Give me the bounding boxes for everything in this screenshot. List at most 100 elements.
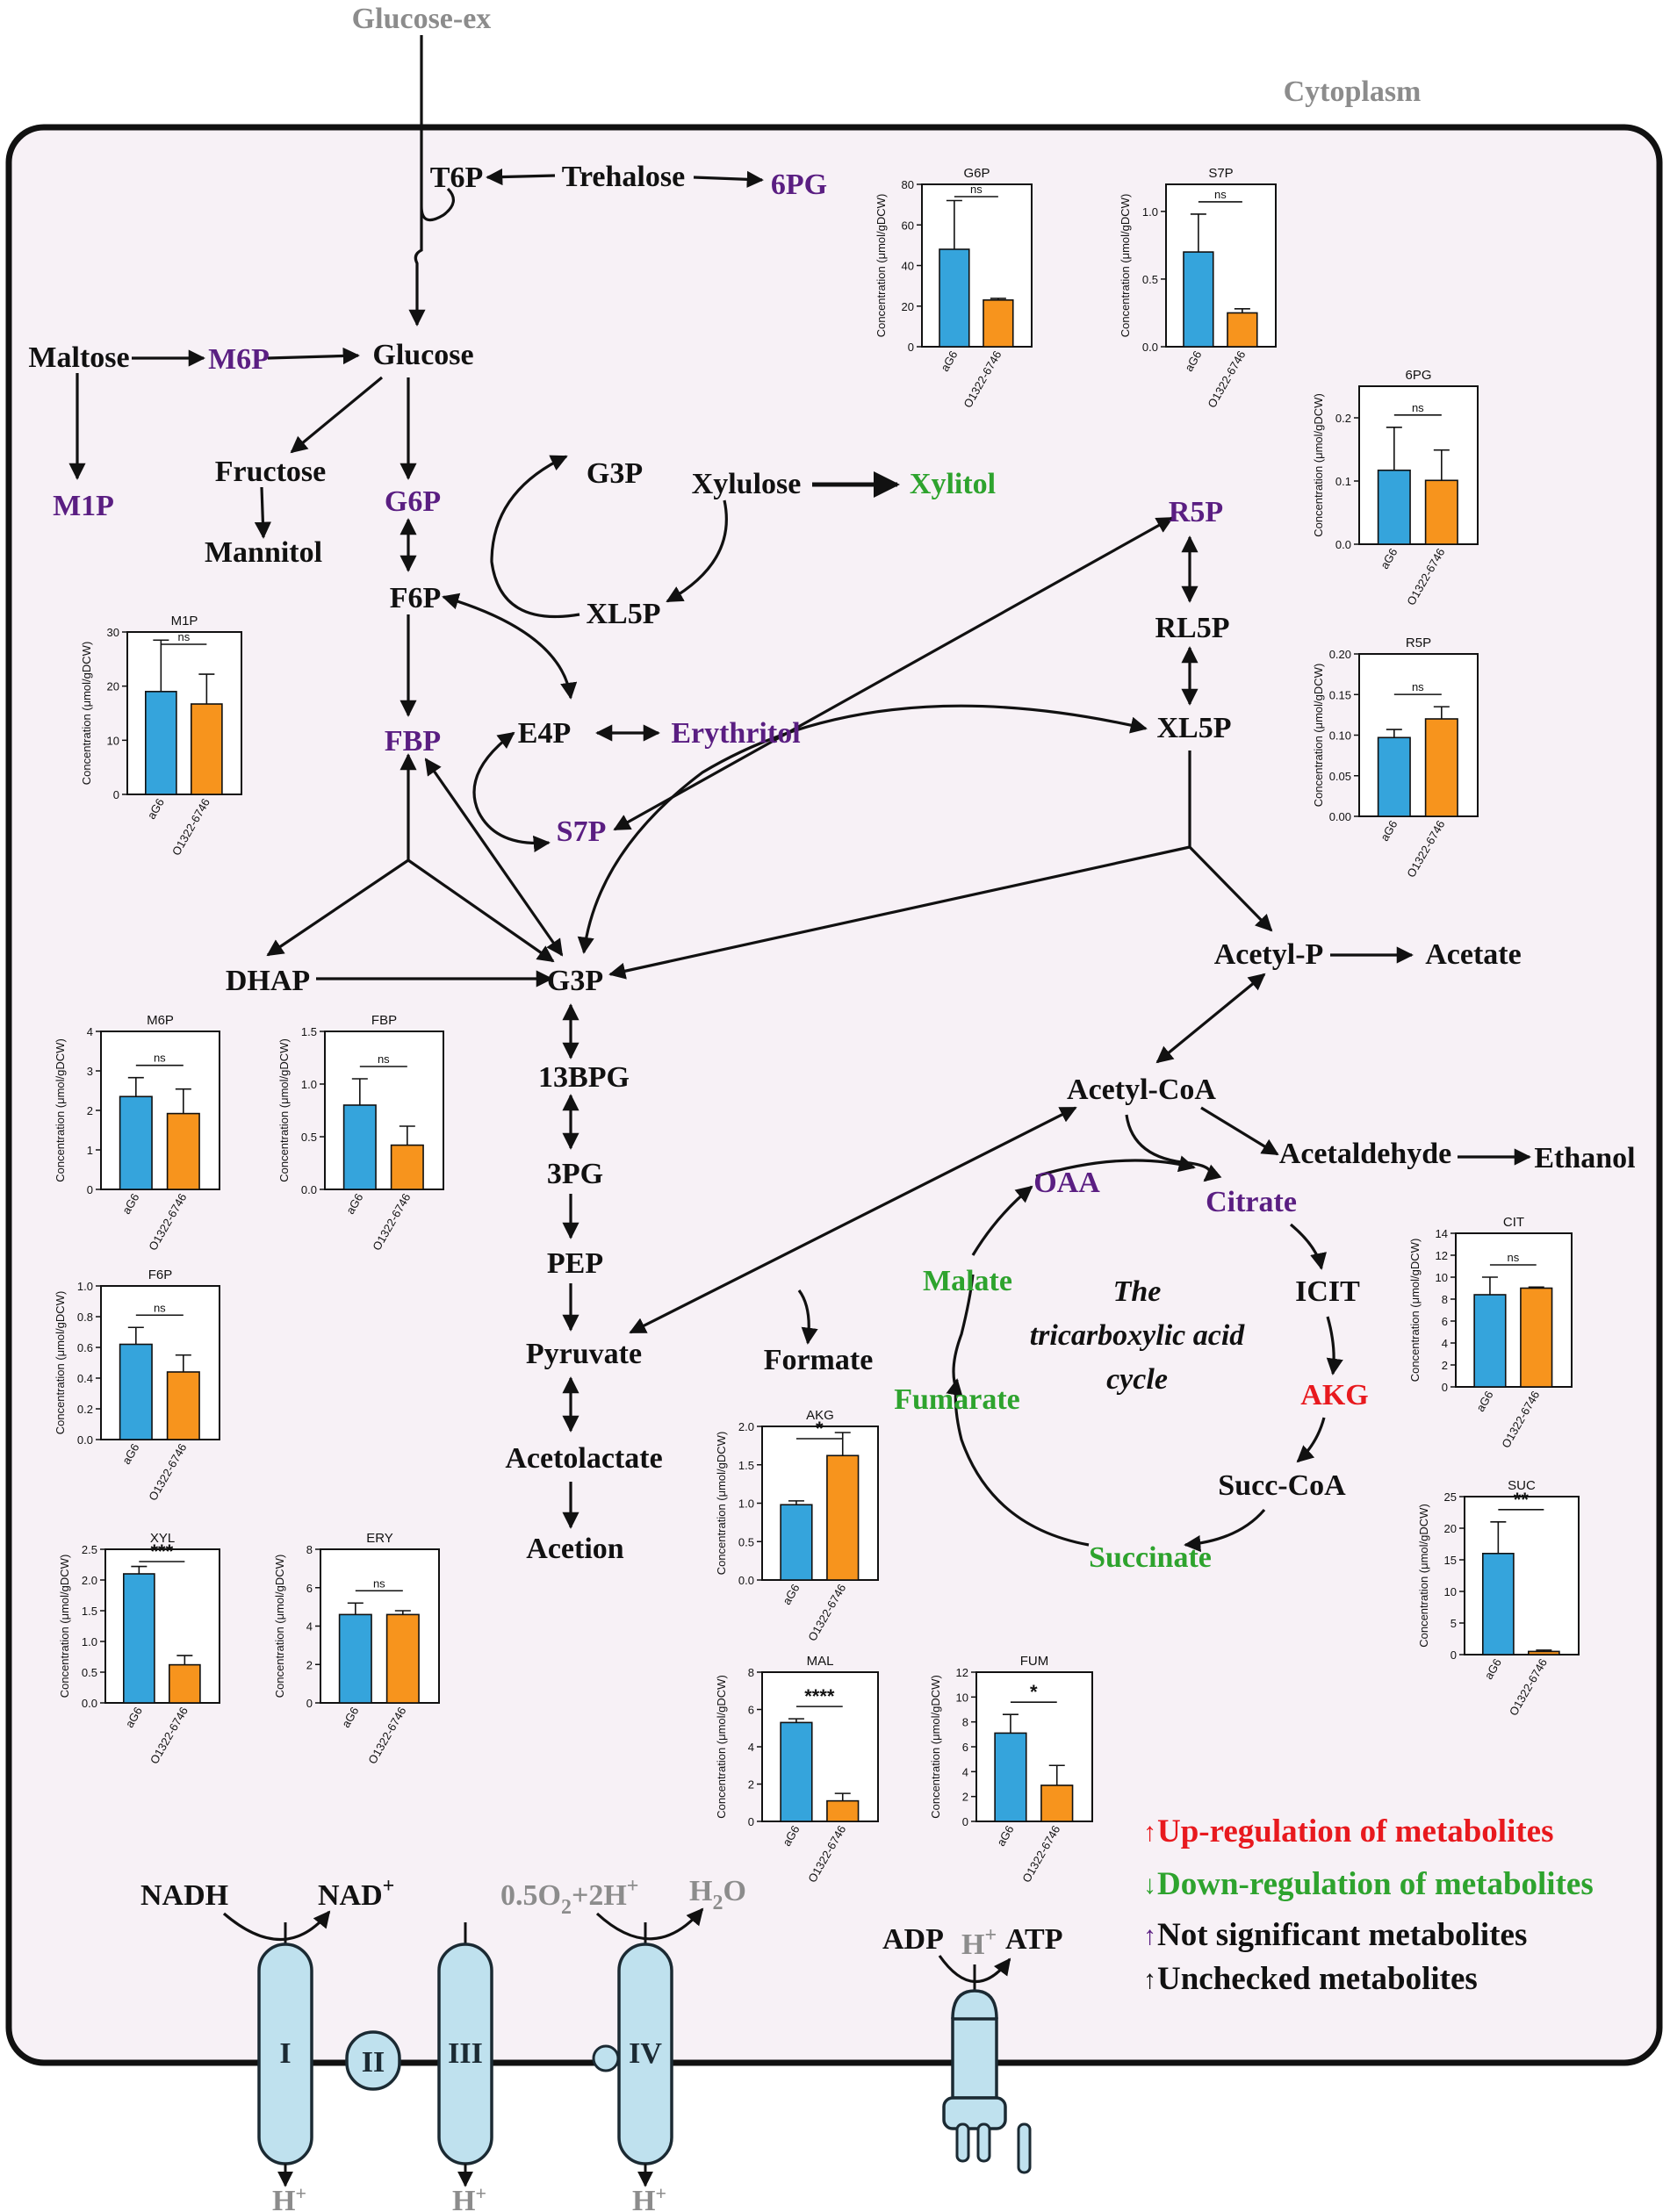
- chart-cit-bar-ag6: [1473, 1294, 1507, 1388]
- chart-r5p-ylabel: Concentration (μmol/gDCW): [1312, 664, 1325, 808]
- chart-6pg-ylabel: Concentration (μmol/gDCW): [1312, 393, 1325, 537]
- chart-g6p-frame: [921, 183, 1033, 348]
- chart-m1p-frame: [126, 631, 242, 795]
- label-formate: Formate: [764, 1344, 874, 1376]
- label-nad: NAD+: [318, 1875, 394, 1912]
- label-acetion: Acetion: [526, 1533, 624, 1565]
- chart-ery-ytick-label: 4: [306, 1620, 313, 1634]
- chart-fum-ytick-label: 12: [956, 1666, 968, 1679]
- chart-fbp-title: FBP: [371, 1013, 397, 1028]
- chart-ery-ylabel: Concentration (μmol/gDCW): [273, 1555, 286, 1698]
- chart-m6p-ytick-label: 2: [87, 1104, 93, 1117]
- label-glucose-ex: Glucose-ex: [352, 3, 492, 35]
- chart-akg-title: AKG: [806, 1408, 834, 1423]
- label-oaa: OAA: [1033, 1167, 1100, 1199]
- label-g3p-top: G3P: [587, 457, 643, 490]
- label-adp: ADP: [882, 1923, 944, 1956]
- tca-title-line2: tricarboxylic acid: [1030, 1319, 1246, 1352]
- chart-fum-bar-ag6: [994, 1732, 1027, 1822]
- label-atp: ATP: [1005, 1923, 1062, 1956]
- metabolite-labels: Glucose-ex Cytoplasm T6P Trehalose 6PG M…: [28, 3, 1635, 1574]
- chart-f6p-ytick-label: 0.4: [77, 1372, 93, 1385]
- chart-ery-ytick-label: 2: [306, 1658, 313, 1671]
- label-fbp: FBP: [385, 725, 441, 758]
- label-akg: AKG: [1300, 1379, 1368, 1411]
- chart-akg-bar-o1322: [826, 1454, 860, 1581]
- label-13bpg: 13BPG: [538, 1061, 630, 1094]
- chart-m6p-significance-label: ns: [154, 1052, 166, 1065]
- arc-oaa-citrate: [1035, 1155, 1196, 1178]
- chart-m6p-bar-o1322: [166, 1112, 200, 1190]
- chart-mal-significance-label: ****: [804, 1685, 835, 1707]
- chart-akg-ytick-label: 0.5: [738, 1535, 754, 1548]
- chart-fum-ytick-label: 10: [956, 1691, 968, 1704]
- label-acetate: Acetate: [1425, 938, 1521, 971]
- legend-ns: ↑ Not significant metabolites: [1143, 1917, 1527, 1953]
- chart-cit-significance-label: ns: [1507, 1251, 1519, 1264]
- chart-akg-ytick-label: 0.0: [738, 1574, 754, 1587]
- chart-mal-ytick-label: 4: [748, 1741, 754, 1754]
- label-dhap: DHAP: [226, 965, 310, 997]
- label-malate: Malate: [923, 1265, 1012, 1297]
- atp-synthase-rotor-right: [1017, 2122, 1032, 2174]
- atp-synthase-body: [951, 2017, 998, 2100]
- label-rl5p: RL5P: [1155, 612, 1230, 644]
- chart-mal-ytick-label: 8: [748, 1666, 754, 1679]
- arc-succinate-fumarate: [946, 1378, 1090, 1547]
- chart-m1p-bar-ag6: [145, 691, 177, 795]
- chart-fum-title: FUM: [1020, 1654, 1049, 1669]
- chart-6pg-ytick-label: 0.1: [1335, 475, 1351, 488]
- chart-ery-bar-ag6: [338, 1613, 372, 1704]
- tca-title-line3: cycle: [1106, 1363, 1168, 1396]
- label-mannitol: Mannitol: [205, 536, 322, 569]
- arrow-g3p-xl5p-loop: [490, 455, 580, 619]
- label-s7p: S7P: [557, 815, 607, 848]
- chart-f6p-ytick-label: 0.0: [77, 1433, 93, 1447]
- chart-cit-title: CIT: [1503, 1215, 1524, 1230]
- chart-6pg-significance-label: ns: [1412, 401, 1424, 414]
- chart-cit-ytick-label: 10: [1436, 1271, 1448, 1284]
- label-o2: 0.5O2+2H+: [500, 1875, 638, 1919]
- chart-mal-ytick-label: 0: [748, 1815, 754, 1828]
- chart-6pg-title: 6PG: [1405, 368, 1431, 383]
- chart-suc-ytick-label: 25: [1444, 1490, 1457, 1504]
- chart-xyl-significance-label: ***: [151, 1540, 174, 1562]
- chart-cit-ytick-label: 14: [1436, 1227, 1448, 1240]
- chart-s7p-bar-ag6: [1183, 251, 1214, 348]
- label-m6p: M6P: [208, 343, 270, 376]
- chart-xyl-bar-o1322: [169, 1663, 201, 1704]
- arrow-acetylp-acetylcoa: [1155, 973, 1266, 1064]
- chart-xyl-ytick-label: 2.0: [82, 1574, 97, 1587]
- complex-IV-label: IV: [629, 2037, 662, 2070]
- atp-synthase-base: [942, 2096, 1007, 2130]
- arrow-junction-g3p: [608, 845, 1191, 980]
- chart-g6p-bar-o1322: [983, 299, 1014, 348]
- arrow-glucose-fructose: [290, 376, 384, 454]
- arrow-pyruvate-acetylcoa: [629, 1106, 1077, 1334]
- electron-transport-chain: NADH NAD+ 0.5O2+2H+ H2O ADP H+ ATP I H+ …: [140, 1875, 1062, 2212]
- chart-m6p-ytick-label: 0: [87, 1183, 93, 1196]
- atp-synthase-rotor-left: [955, 2122, 970, 2163]
- chart-r5p-ytick-label: 0.15: [1329, 688, 1351, 701]
- chart-suc-ytick-label: 10: [1444, 1585, 1457, 1598]
- label-m1p: M1P: [53, 490, 114, 522]
- chart-m1p-title: M1P: [171, 614, 198, 628]
- arc-succcoa-succinate: [1184, 1508, 1266, 1553]
- arrow-glucose-ex-glucose: [415, 35, 455, 325]
- label-r5p: R5P: [1169, 496, 1223, 528]
- label-acetaldehyde: Acetaldehyde: [1279, 1138, 1451, 1170]
- chart-ery-ytick-label: 0: [306, 1697, 313, 1710]
- arrow-fbp-g3p: [424, 758, 564, 957]
- chart-akg-ytick-label: 1.0: [738, 1497, 754, 1511]
- label-maltose: Maltose: [28, 341, 129, 374]
- chart-s7p-frame: [1165, 183, 1277, 348]
- chart-m6p-ytick-label: 1: [87, 1144, 93, 1157]
- arc-citrate-icit: [1289, 1223, 1328, 1270]
- label-g6p: G6P: [385, 485, 441, 518]
- chart-g6p-ytick-label: 20: [902, 300, 914, 313]
- chart-f6p-ylabel: Concentration (μmol/gDCW): [54, 1291, 67, 1435]
